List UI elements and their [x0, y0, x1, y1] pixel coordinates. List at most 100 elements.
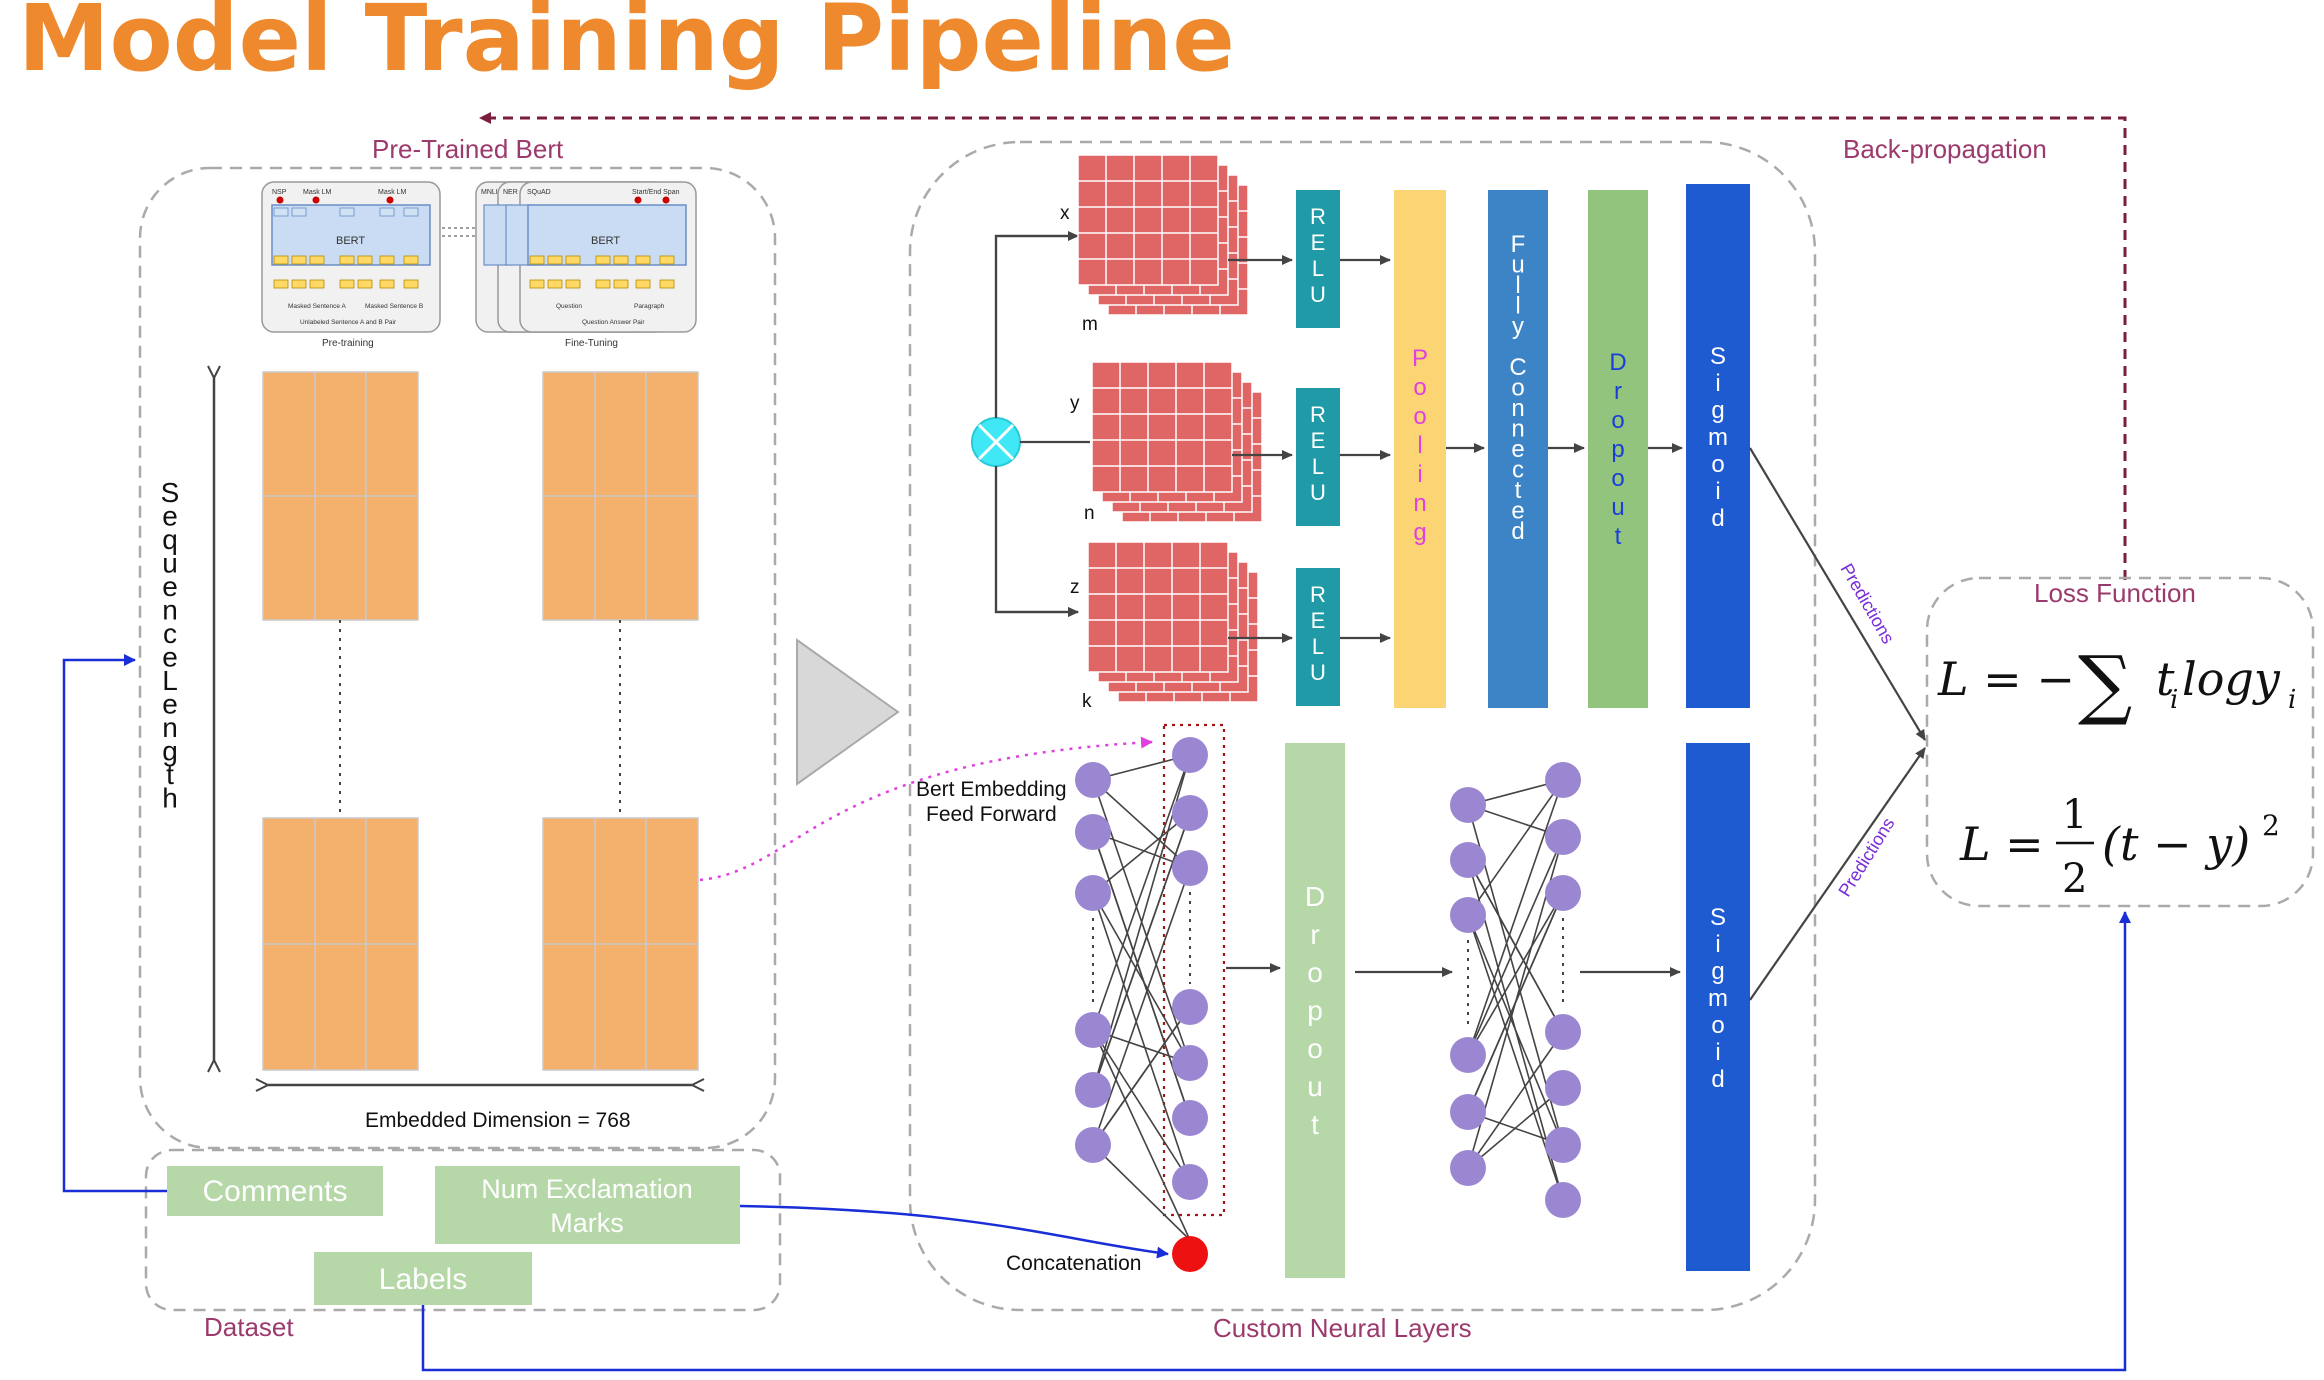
neuron	[1545, 875, 1581, 911]
loss-equation-2: L = 1 2 (t − y) 2	[1959, 792, 2280, 902]
neuron	[1450, 1150, 1486, 1186]
neuron	[1172, 1100, 1208, 1136]
neuron	[1075, 875, 1111, 911]
feature-map	[1087, 541, 1229, 673]
feature-map	[1091, 361, 1233, 493]
embedding-grid-bottom-left	[262, 817, 419, 1071]
neuron	[1075, 1127, 1111, 1163]
svg-text:2: 2	[2062, 856, 2087, 902]
feedforward-network	[1075, 737, 1208, 1241]
pretraining-caption: Pre-training	[322, 338, 374, 349]
neuron	[1450, 1037, 1486, 1073]
svg-text:L = −: L = −	[1937, 652, 2075, 706]
svg-text:Masked Sentence B: Masked Sentence B	[365, 303, 423, 310]
svg-text:i: i	[2288, 685, 2296, 715]
svg-text:Unlabeled Sentence A and B Pai: Unlabeled Sentence A and B Pair	[300, 319, 397, 326]
svg-text:Start/End Span: Start/End Span	[632, 189, 680, 196]
relu-block-3	[1296, 568, 1340, 706]
feature-map	[1077, 154, 1219, 286]
svg-text:∑: ∑	[2078, 639, 2132, 728]
neuron	[1450, 842, 1486, 878]
neuron	[1172, 989, 1208, 1025]
neuron	[1450, 897, 1486, 933]
svg-text:Paragraph: Paragraph	[634, 303, 665, 310]
neuron	[1172, 795, 1208, 831]
finetuning-caption: Fine-Tuning	[565, 338, 618, 349]
svg-text:BERT: BERT	[591, 235, 620, 247]
neuron	[1075, 814, 1111, 850]
conv-label-y: y	[1070, 393, 1080, 414]
conv-label-m: m	[1082, 314, 1098, 335]
prediction-arrow-top	[1749, 447, 1926, 741]
svg-text:1: 1	[2062, 792, 2087, 838]
dataset-label: Dataset	[204, 1312, 294, 1342]
svg-text:logy: logy	[2182, 652, 2281, 706]
concatenation-node	[1172, 1236, 1208, 1272]
dataset-container	[144, 1148, 782, 1312]
bert-ff-label-2: Feed Forward	[926, 803, 1057, 826]
embedding-link-arrow	[699, 736, 1153, 882]
embedded-dimension-label: Embedded Dimension = 768	[365, 1109, 631, 1132]
relu-block-1	[1296, 190, 1340, 328]
svg-text:NSP: NSP	[272, 189, 287, 196]
relu-block-2	[1296, 388, 1340, 526]
svg-text:i: i	[2170, 685, 2178, 715]
neuron	[1545, 1127, 1581, 1163]
neuron	[1075, 1072, 1111, 1108]
embedding-grid-bottom-right	[542, 817, 699, 1071]
embedding-grid-top-left	[262, 371, 419, 621]
neuron	[1450, 787, 1486, 823]
neuron	[1172, 1045, 1208, 1081]
neuron	[1172, 737, 1208, 773]
neuron	[1545, 1182, 1581, 1218]
dense-network	[1450, 762, 1581, 1218]
exclamation-to-concat-line	[739, 1204, 1169, 1259]
svg-text:MNLI: MNLI	[481, 189, 498, 196]
neuron	[1450, 1094, 1486, 1130]
sigmoid-block-bottom	[1686, 743, 1750, 1271]
neuron	[1545, 819, 1581, 855]
svg-text:Masked Sentence A: Masked Sentence A	[288, 303, 346, 310]
prediction-arrow-bottom	[1749, 747, 1926, 1001]
dataset-comments-label: Comments	[202, 1175, 347, 1208]
comments-to-bert-line	[62, 654, 167, 1193]
neuron	[1545, 1070, 1581, 1106]
predictions-label-bottom: Predictions	[1834, 814, 1898, 900]
custom-layers-label: Custom Neural Layers	[1213, 1313, 1472, 1343]
neuron	[1075, 762, 1111, 798]
pretrained-bert-container	[138, 166, 777, 1150]
dataset-num-exclamation-box	[435, 1166, 740, 1244]
bert-pretraining-figure: BERT NSP Mask LM Mask LM Masked Sentence…	[261, 181, 480, 349]
svg-text:Mask LM: Mask LM	[303, 189, 332, 196]
backprop-label: Back-propagation	[1843, 134, 2047, 164]
concat-dotted-box	[1162, 723, 1226, 1217]
loss-function-label: Loss Function	[2034, 578, 2196, 608]
fully-connected-block	[1488, 190, 1548, 708]
pretrained-bert-label: Pre-Trained Bert	[372, 134, 564, 164]
svg-text:BERT: BERT	[336, 235, 365, 247]
pooling-block	[1394, 190, 1446, 708]
svg-text:Question: Question	[556, 303, 582, 310]
svg-text:2: 2	[2262, 809, 2280, 842]
bert-ff-label-1: Bert Embedding	[916, 778, 1067, 801]
loss-equation-1: L = − ∑ t i logy i	[1937, 639, 2296, 728]
dataset-num-exclamation-label-1: Num Exclamation	[481, 1174, 693, 1204]
dropout-block-bottom	[1285, 743, 1345, 1278]
dropout-block-top	[1588, 190, 1648, 708]
dataset-num-exclamation-label-2: Marks	[550, 1208, 624, 1238]
dataset-labels-box	[314, 1252, 532, 1305]
page-title: Model Training Pipeline	[18, 0, 1235, 92]
neuron	[1172, 1164, 1208, 1200]
labels-to-loss-line	[421, 911, 2131, 1372]
dataset-labels-label: Labels	[379, 1263, 467, 1296]
svg-text:NER: NER	[503, 189, 518, 196]
neuron	[1172, 850, 1208, 886]
